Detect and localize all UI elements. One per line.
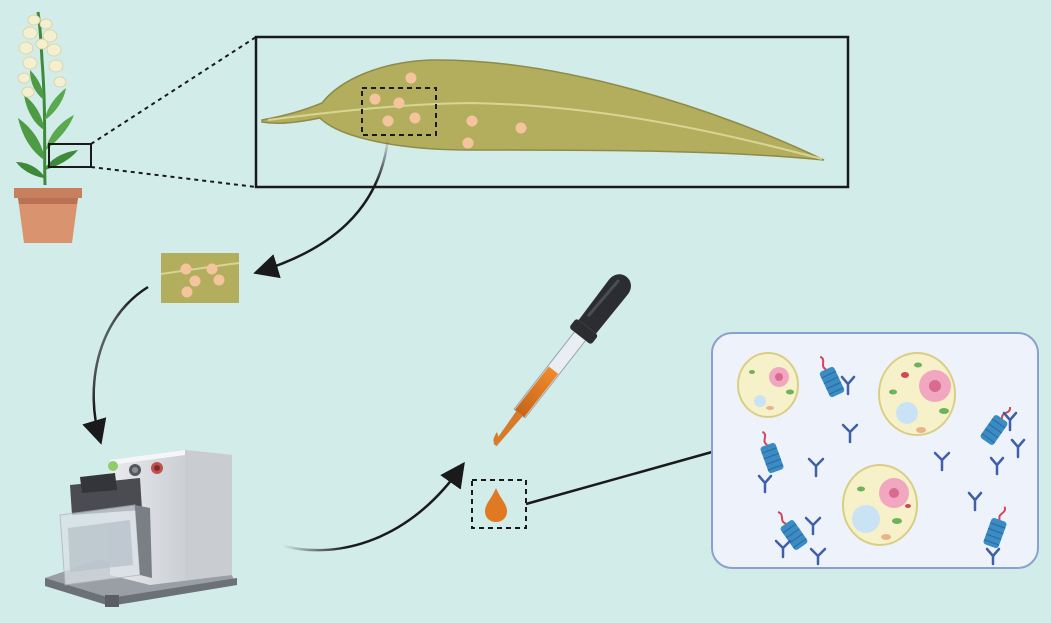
virus-particle-icon <box>983 506 1007 549</box>
leaf-spots <box>369 72 527 149</box>
plant-cell-icon <box>842 464 918 546</box>
extract-sample-box <box>471 479 527 529</box>
plant-leaf-selection-box <box>48 143 92 168</box>
arrow-leaf-to-tissue <box>253 137 390 279</box>
extract-to-assay-connector <box>525 450 713 506</box>
leaf-sample-selection-box <box>361 87 437 136</box>
arrow-tissue-to-homogenizer <box>82 285 149 445</box>
antibody-icon <box>757 375 1026 566</box>
virus-particle-icon <box>980 406 1012 445</box>
tissue-homogenizer-icon <box>45 450 237 607</box>
arrow-homogenizer-to-extract <box>282 461 465 552</box>
virus-particle-icon <box>819 355 845 398</box>
excised-leaf-tissue-icon <box>160 253 240 303</box>
zoom-line-top <box>90 36 257 145</box>
dropper-extract-icon <box>493 274 631 447</box>
potted-plant-icon <box>14 11 82 243</box>
leaf-zoom-panel <box>254 35 850 189</box>
virus-particle-icon <box>760 430 784 474</box>
assay-panel <box>711 332 1039 569</box>
plant-cell-icon <box>878 352 956 436</box>
zoom-line-bottom <box>90 166 257 188</box>
plant-cell-icon <box>737 352 799 418</box>
virus-particle-icon <box>777 511 808 550</box>
extract-drop-icon <box>485 488 507 522</box>
